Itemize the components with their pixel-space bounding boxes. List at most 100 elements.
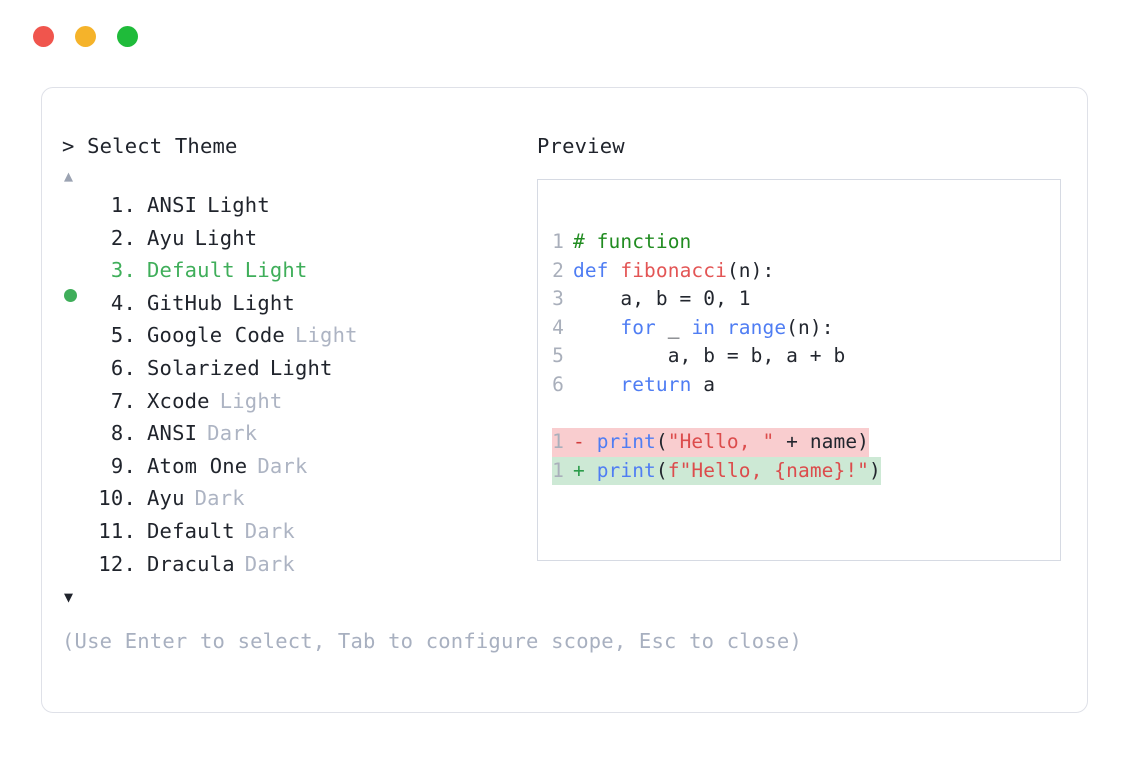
code-token: return (620, 372, 692, 396)
theme-item-name: Default (147, 258, 235, 283)
code-token: range (726, 315, 787, 339)
minimize-window-icon[interactable] (75, 25, 96, 47)
code-token: # function (573, 230, 692, 253)
theme-list-item[interactable]: 4. GitHub Light (62, 287, 532, 320)
code-token: ( (655, 458, 668, 482)
theme-list-item[interactable]: 6. Solarized Light (62, 352, 532, 385)
theme-item-index: 6. (110, 355, 136, 380)
diff-removed-line: 1- print("Hello, " + name) (552, 428, 870, 457)
theme-list-item[interactable]: 3. Default Light (62, 254, 532, 303)
theme-list-item[interactable]: 9. Atom One Dark (62, 450, 532, 483)
theme-item-index: 10. (98, 486, 136, 511)
code-token: f"Hello, {name}!" (667, 458, 870, 482)
scroll-down-icon[interactable]: ▼ (64, 588, 74, 607)
theme-item-name: ANSI (147, 421, 198, 446)
diff-block: 1- print("Hello, " + name)1+ print(f"Hel… (552, 428, 881, 486)
keyboard-hint: (Use Enter to select, Tab to configure s… (62, 629, 802, 653)
theme-item-name: Ayu (147, 225, 185, 250)
line-number: 3 (552, 287, 564, 311)
theme-item-name: Solarized (147, 355, 260, 380)
theme-item-variant: Dark (244, 518, 295, 543)
diff-added-line: 1 + print(f"Hello, {name}!") (552, 456, 881, 486)
theme-item-index: 9. (110, 453, 136, 478)
theme-item-variant: Dark (257, 453, 308, 478)
theme-item-index: 7. (110, 388, 136, 413)
theme-item-variant: Light (194, 225, 258, 250)
theme-list-item[interactable]: 10. Ayu Dark (62, 482, 532, 515)
maximize-window-icon[interactable] (117, 25, 138, 47)
theme-item-index: 2. (110, 225, 136, 250)
theme-item-name: Atom One (147, 453, 248, 478)
code-line: 4 for _ in range(n): (552, 314, 881, 343)
code-token: a (691, 372, 716, 396)
code-token: a, b = (573, 287, 704, 311)
line-number: 1 (552, 230, 564, 253)
line-number: 5 (552, 344, 564, 368)
theme-list-item[interactable]: 2. Ayu Light (62, 222, 532, 255)
code-line: 1 # function (552, 228, 881, 257)
theme-item-variant: Light (232, 290, 295, 315)
code-token: (n): (786, 315, 834, 339)
theme-item-variant: Dark (194, 486, 245, 511)
theme-item-name: Google Code (147, 323, 285, 348)
theme-item-index: 3. (110, 258, 136, 283)
theme-item-name: Ayu (147, 486, 185, 511)
theme-item-index: 4. (110, 290, 136, 315)
code-token (715, 316, 727, 339)
code-token: ( (655, 430, 668, 454)
theme-list-item[interactable]: 12. Dracula Dark (62, 548, 532, 581)
theme-item-index: 12. (98, 551, 136, 576)
code-token: print (596, 458, 656, 482)
theme-item-variant: Light (269, 355, 333, 380)
theme-item-variant: Dark (244, 551, 295, 576)
code-token: fibonacci (620, 258, 727, 282)
code-token: a, b = b, a + b (573, 344, 846, 368)
line-number: 4 (552, 315, 564, 339)
theme-list-item[interactable]: 7. Xcode Light (62, 385, 532, 418)
code-line: 6 return a (552, 371, 881, 400)
diff-line-row: 1 + print(f"Hello, {name}!") (552, 456, 881, 486)
theme-item-index: 5. (110, 323, 136, 348)
line-number: 1 (552, 430, 564, 454)
code-token: for (620, 315, 656, 339)
code-token: _ (655, 315, 692, 339)
line-number: 2 (552, 258, 564, 282)
window-titlebar (0, 0, 1129, 72)
close-window-icon[interactable] (33, 25, 54, 47)
theme-item-variant: Light (207, 193, 270, 217)
theme-item-name: Dracula (147, 551, 235, 576)
diff-plus-sign: + (573, 458, 597, 482)
scroll-up-icon[interactable]: ▲ (64, 167, 74, 185)
theme-item-name: Xcode (147, 388, 210, 413)
code-token: + name) (774, 430, 870, 454)
diff-line-row: 1- print("Hello, " + name) (552, 428, 881, 457)
line-number: 1 (552, 458, 564, 482)
theme-item-variant: Light (244, 258, 308, 283)
code-line: 5 a, b = b, a + b (552, 342, 881, 371)
code-spacer (552, 400, 881, 429)
diff-minus-sign: - (573, 430, 597, 454)
code-token (573, 373, 620, 396)
code-token: (n): (726, 258, 775, 282)
code-token: def (573, 258, 621, 282)
theme-item-variant: Light (219, 388, 283, 413)
theme-item-index: 1. (110, 193, 136, 217)
code-token: 0 (703, 287, 716, 311)
code-token: ) (869, 458, 881, 482)
theme-item-index: 11. (98, 518, 136, 543)
selected-dot-icon (64, 289, 77, 303)
page-title: > Select Theme (62, 134, 238, 158)
code-token (573, 316, 620, 339)
theme-item-name: GitHub (147, 290, 223, 315)
